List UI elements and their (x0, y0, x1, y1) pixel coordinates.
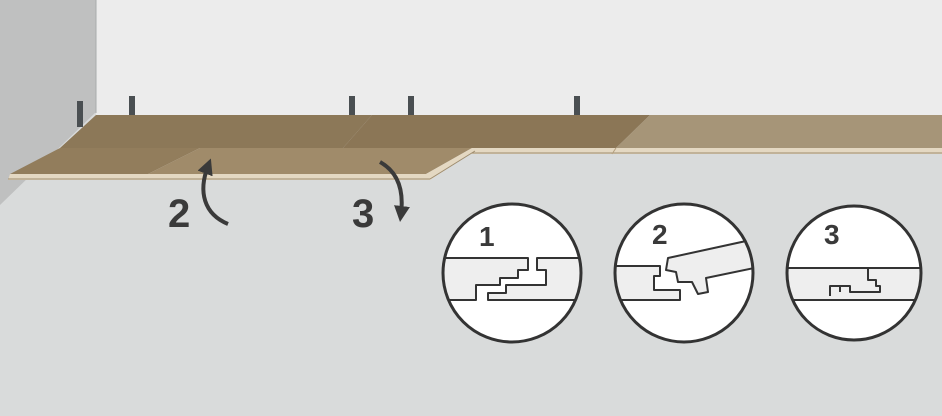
arrow-up-icon (197, 158, 229, 226)
step-label-2: 2 (168, 192, 190, 236)
wall-spacers (77, 96, 580, 127)
detail-label-3: 3 (824, 219, 840, 250)
back-wall (96, 0, 942, 115)
right-board-profile (487, 257, 581, 301)
step-label-3: 3 (352, 192, 374, 236)
spacer (408, 96, 414, 116)
inserting-board-edge (146, 148, 476, 180)
detail-circle-2: 2 (613, 202, 755, 344)
laid-board (60, 115, 372, 148)
angled-board-profile (665, 237, 753, 295)
detail-label-1: 1 (479, 221, 495, 252)
inserting-board (148, 148, 472, 174)
left-wall (0, 0, 96, 205)
lock-joint (829, 268, 881, 296)
laid-board-front (10, 148, 200, 174)
spacer (77, 101, 83, 127)
spacer (349, 96, 355, 116)
laid-board-light (616, 115, 942, 148)
detail-circle-1: 1 (441, 202, 583, 344)
left-board-profile (443, 257, 529, 301)
spacer (574, 96, 580, 116)
detail-label-2: 2 (652, 219, 668, 250)
spacer (129, 96, 135, 116)
detail-circle-3: 3 (785, 204, 923, 342)
locked-boards-profile (787, 267, 921, 301)
laid-board (343, 115, 650, 148)
arrow-down-icon (378, 160, 410, 222)
left-board-profile (615, 265, 681, 301)
